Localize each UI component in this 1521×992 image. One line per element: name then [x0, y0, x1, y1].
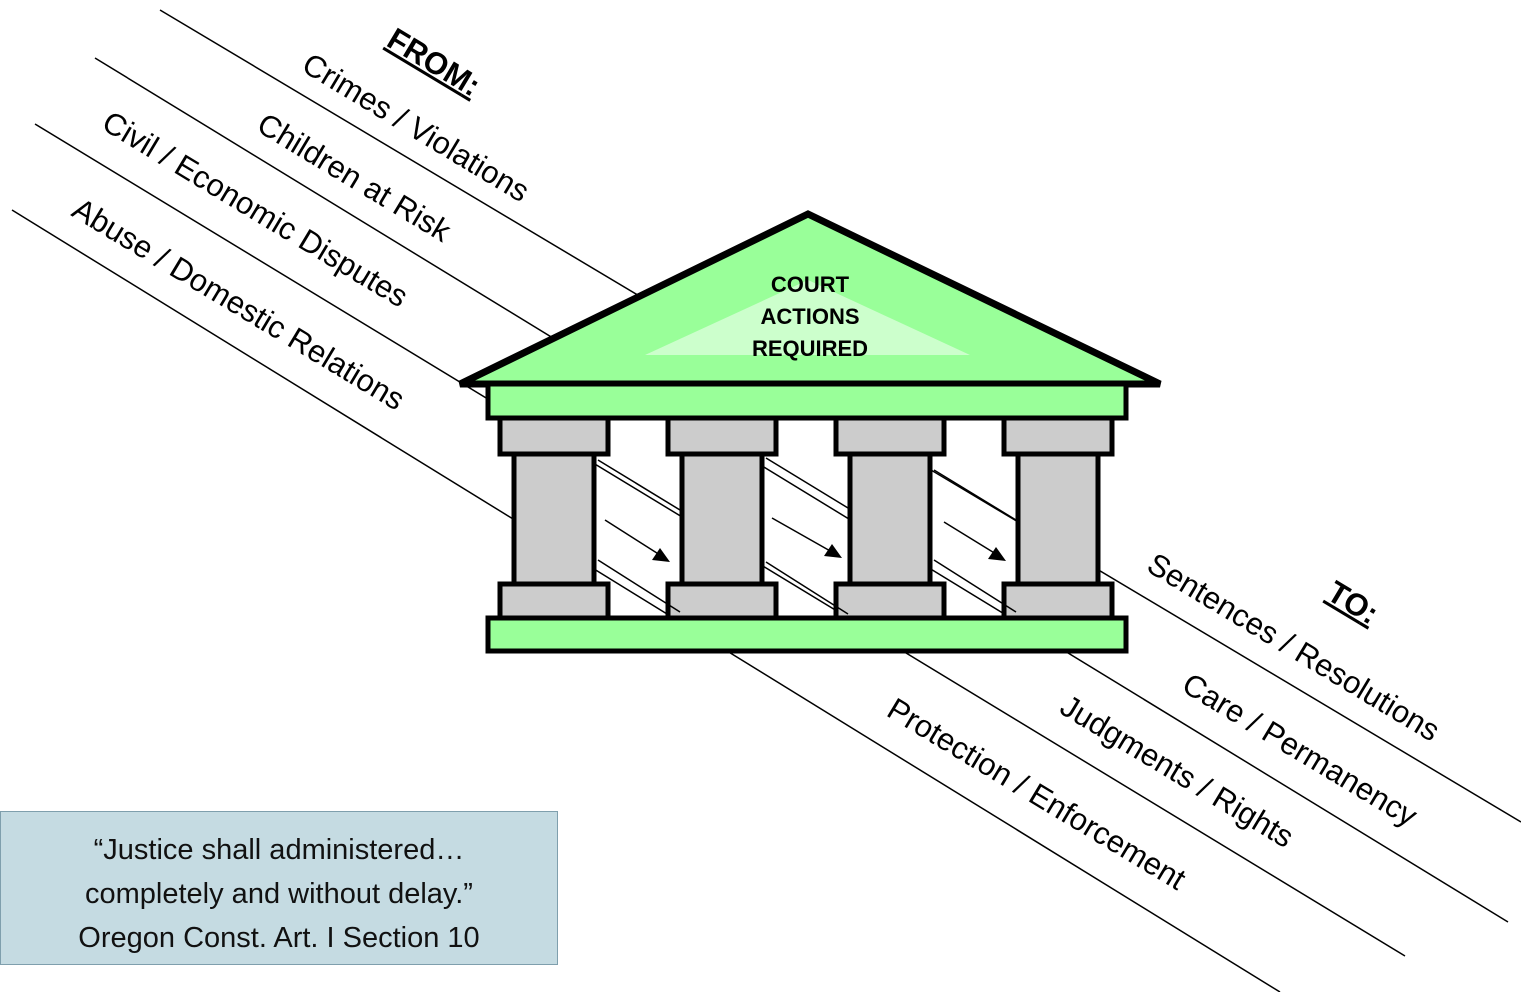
quote-line: completely and without delay.”	[85, 878, 473, 910]
flow-line	[11, 209, 1281, 992]
through-lines	[597, 457, 1017, 615]
roof-highlight	[645, 280, 970, 355]
output-label: Sentences / Resolutions	[1141, 546, 1446, 748]
court-title-line: REQUIRED	[752, 336, 868, 361]
quote-box: “Justice shall administered… completely …	[0, 811, 558, 965]
from-heading-text: FROM:	[381, 21, 486, 103]
quote-citation: Oregon Const. Art. I Section 10	[78, 922, 480, 954]
court-title-line: COURT	[771, 272, 850, 297]
input-label: Abuse / Domestic Relations	[66, 191, 410, 417]
court-title: COURT ACTIONS REQUIRED	[752, 272, 868, 361]
arrow-icon	[604, 519, 670, 562]
court-title-line: ACTIONS	[761, 304, 860, 329]
arrow-icon	[943, 521, 1006, 561]
input-labels: Crimes / Violations Children at Risk Civ…	[66, 46, 535, 417]
to-heading-text: TO:	[1321, 574, 1384, 631]
flow-line	[94, 57, 1509, 923]
courthouse-base	[485, 615, 1129, 654]
column	[1001, 415, 1115, 621]
column	[833, 415, 947, 621]
column	[497, 415, 611, 621]
courthouse-entablature	[485, 381, 1129, 421]
courthouse	[458, 210, 1162, 654]
to-heading: TO:	[1321, 574, 1384, 631]
from-heading: FROM:	[381, 21, 486, 103]
column	[665, 415, 779, 621]
arrow-icon	[771, 517, 842, 558]
quote-line: “Justice shall administered…	[93, 834, 465, 866]
flow-arrows	[604, 517, 1006, 562]
output-label: Protection / Enforcement	[881, 691, 1192, 897]
